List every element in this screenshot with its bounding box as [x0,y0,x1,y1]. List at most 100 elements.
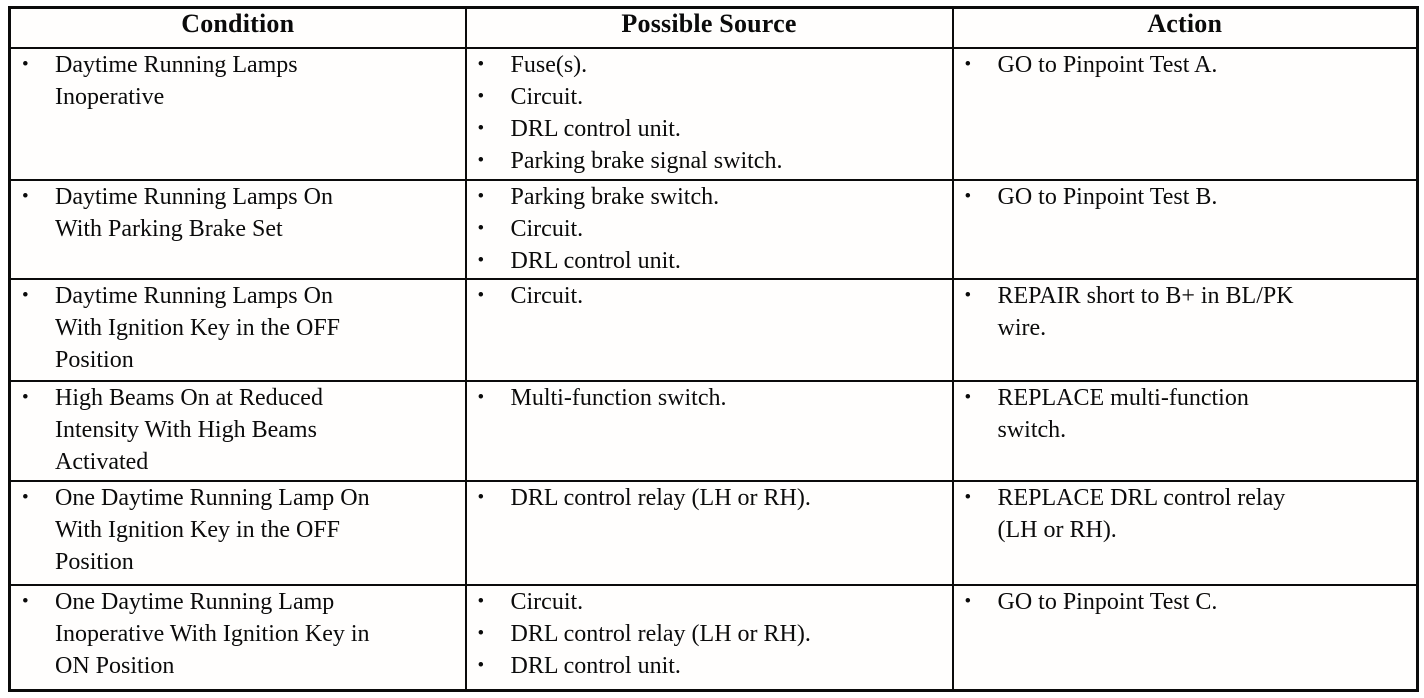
condition-cell: • Daytime Running Lamps On With Parking … [8,178,467,281]
source-text: Fuse(s). [510,51,588,78]
action-item: • GO to Pinpoint Test C. [954,586,1417,618]
action-text: REPLACE DRL control relay (LH or RH). [997,484,1286,543]
source-item: • Parking brake signal switch. [467,145,952,177]
action-cell: • GO to Pinpoint Test A. [951,46,1419,181]
condition-cell: • Daytime Running Lamps Inoperative [8,46,467,181]
condition-item: • Daytime Running Lamps On With Parking … [11,181,465,245]
condition-item: • High Beams On at Reduced Intensity Wit… [11,382,465,478]
source-text: DRL control unit. [510,652,681,679]
bullet-icon: • [477,149,485,171]
possible-source-cell: • Multi-function switch. [464,380,954,482]
condition-text: Daytime Running Lamps On With Ignition K… [55,283,341,374]
source-item: • Parking brake switch. [467,181,952,213]
action-text: GO to Pinpoint Test A. [997,51,1218,78]
bullet-icon: • [964,387,972,409]
bullet-icon: • [477,654,485,676]
bullet-icon: • [964,185,972,207]
bullet-icon: • [477,590,485,612]
source-item: • Circuit. [467,280,952,312]
bullet-icon: • [477,117,485,139]
source-item: • Circuit. [467,213,952,245]
condition-item: • One Daytime Running Lamp Inoperative W… [11,586,465,682]
source-text: DRL control unit. [510,247,681,274]
action-cell: • REPLACE multi-function switch. [951,380,1419,482]
condition-cell: • Daytime Running Lamps On With Ignition… [8,278,467,383]
source-item: • Multi-function switch. [467,382,952,414]
possible-source-cell: • DRL control relay (LH or RH). [464,479,954,586]
condition-cell: • One Daytime Running Lamp Inoperative W… [8,583,467,692]
diagnostic-table: Condition Possible Source Action • Dayti… [8,6,1419,692]
header-row: Condition Possible Source Action [8,6,1419,49]
bullet-icon: • [964,285,972,307]
bullet-icon: • [477,387,485,409]
action-cell: • REPAIR short to B+ in BL/PK wire. [951,278,1419,383]
source-text: Circuit. [510,215,584,242]
source-text: Parking brake switch. [510,183,720,210]
source-item: • DRL control relay (LH or RH). [467,482,952,514]
table-row: • Daytime Running Lamps On With Ignition… [8,278,1419,383]
bullet-icon: • [964,590,972,612]
action-text: GO to Pinpoint Test C. [997,588,1218,615]
possible-source-cell: • Circuit. • DRL control relay (LH or RH… [464,583,954,692]
bullet-icon: • [477,486,485,508]
table-row: • One Daytime Running Lamp On With Ignit… [8,479,1419,586]
bullet-icon: • [477,249,485,271]
source-text: Circuit. [510,588,584,615]
bullet-icon: • [22,387,29,409]
source-item: • DRL control unit. [467,113,952,145]
action-text: REPLACE multi-function switch. [997,385,1249,444]
column-header-action: Action [951,6,1419,49]
condition-text: One Daytime Running Lamp Inoperative Wit… [55,588,370,679]
bullet-icon: • [477,85,485,107]
action-item: • REPLACE multi-function switch. [954,382,1417,446]
source-text: DRL control unit. [510,115,681,142]
possible-source-cell: • Circuit. [464,278,954,383]
bullet-icon: • [22,486,29,508]
bullet-icon: • [477,217,485,239]
bullet-icon: • [964,486,972,508]
source-item: • DRL control relay (LH or RH). [467,618,952,650]
source-item: • Fuse(s). [467,49,952,81]
action-item: • REPAIR short to B+ in BL/PK wire. [954,280,1417,344]
condition-text: High Beams On at Reduced Intensity With … [55,385,323,476]
condition-item: • Daytime Running Lamps On With Ignition… [11,280,465,376]
condition-text: Daytime Running Lamps Inoperative [55,51,298,110]
table-row: • Daytime Running Lamps Inoperative • Fu… [8,46,1419,181]
column-header-possible-source: Possible Source [464,6,954,49]
source-item: • DRL control unit. [467,245,952,277]
action-cell: • GO to Pinpoint Test B. [951,178,1419,281]
bullet-icon: • [477,622,485,644]
possible-source-cell: • Parking brake switch. • Circuit. • DRL… [464,178,954,281]
bullet-icon: • [22,185,29,207]
action-item: • GO to Pinpoint Test B. [954,181,1417,213]
bullet-icon: • [477,285,485,307]
bullet-icon: • [477,53,485,75]
table-row: • High Beams On at Reduced Intensity Wit… [8,380,1419,482]
bullet-icon: • [477,185,485,207]
table-row: • One Daytime Running Lamp Inoperative W… [8,583,1419,692]
source-text: Circuit. [510,283,584,310]
bullet-icon: • [22,285,29,307]
action-item: • REPLACE DRL control relay (LH or RH). [954,482,1417,546]
action-cell: • REPLACE DRL control relay (LH or RH). [951,479,1419,586]
condition-item: • Daytime Running Lamps Inoperative [11,49,465,113]
action-text: REPAIR short to B+ in BL/PK wire. [997,283,1294,342]
source-text: Parking brake signal switch. [510,147,783,174]
action-item: • GO to Pinpoint Test A. [954,49,1417,81]
source-text: Circuit. [510,83,584,110]
action-cell: • GO to Pinpoint Test C. [951,583,1419,692]
condition-text: One Daytime Running Lamp On With Ignitio… [55,484,370,575]
condition-cell: • One Daytime Running Lamp On With Ignit… [8,479,467,586]
source-item: • Circuit. [467,586,952,618]
column-header-condition: Condition [8,6,467,49]
bullet-icon: • [22,590,29,612]
condition-item: • One Daytime Running Lamp On With Ignit… [11,482,465,578]
possible-source-cell: • Fuse(s). • Circuit. • DRL control unit… [464,46,954,181]
bullet-icon: • [964,53,972,75]
source-text: DRL control relay (LH or RH). [510,484,811,511]
source-item: • DRL control unit. [467,650,952,682]
table-row: • Daytime Running Lamps On With Parking … [8,178,1419,281]
bullet-icon: • [22,53,29,75]
source-text: Multi-function switch. [510,385,727,412]
